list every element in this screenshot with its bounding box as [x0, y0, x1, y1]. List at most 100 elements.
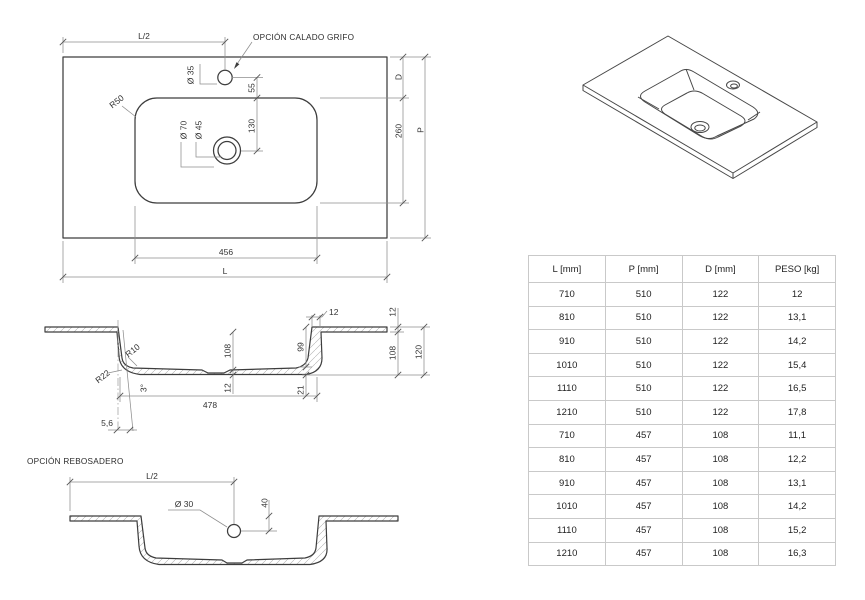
iso-basin-opening	[640, 69, 759, 139]
cell-p: 510	[604, 399, 683, 425]
dim-label-drain-inner: Ø 45	[193, 121, 203, 140]
dim-label-55: 55	[246, 83, 256, 93]
col-header-d: D [mm]	[681, 255, 760, 283]
section-view: 12 12 108 99 108 120 R10 R22 3° 12 478 2…	[44, 307, 430, 434]
dim-label-floor-12: 12	[222, 383, 232, 393]
table-row: 810 457 108 12,2	[528, 447, 836, 472]
cell-p: 510	[604, 329, 683, 354]
table-row: 1010 457 108 14,2	[528, 494, 836, 519]
table-row: 710 457 108 11,1	[528, 423, 836, 449]
cell-l: 810	[528, 305, 606, 331]
cell-peso: 16,5	[758, 376, 836, 401]
table-row: 1110 510 122 16,5	[528, 376, 836, 401]
table-row: 810 510 122 13,1	[528, 305, 836, 331]
cell-peso: 16,3	[758, 541, 836, 567]
dim-label-456: 456	[219, 247, 233, 257]
cell-peso: 11,1	[758, 423, 836, 449]
cell-p: 510	[604, 282, 683, 307]
isometric-view	[582, 35, 818, 179]
dim-label-r10: R10	[123, 342, 142, 360]
cell-d: 122	[681, 282, 760, 307]
iso-wall-edges	[637, 68, 761, 121]
spec-table: L [mm] P [mm] D [mm] PESO [kg] 710 510 1…	[528, 255, 836, 567]
cell-p: 510	[604, 352, 683, 378]
dim-label-120: 120	[413, 345, 423, 359]
dim-label-D: D	[393, 74, 403, 80]
iso-edge-thickness	[582, 85, 818, 179]
cell-p: 457	[604, 447, 683, 472]
cell-d: 108	[681, 470, 760, 496]
cell-p: 457	[604, 423, 683, 449]
cell-p: 510	[604, 305, 683, 331]
iso-drain-inner	[694, 124, 706, 132]
table-row: 1110 457 108 15,2	[528, 517, 836, 543]
dim-label-260: 260	[393, 124, 403, 138]
cell-d: 122	[681, 329, 760, 354]
faucet-option-callout: OPCIÓN CALADO GRIFO	[253, 32, 354, 42]
overflow-title: OPCIÓN REBOSADERO	[27, 456, 124, 466]
cell-l: 710	[528, 423, 606, 449]
cell-l: 1010	[528, 494, 606, 519]
cell-peso: 12	[758, 282, 836, 307]
dim-label-130: 130	[246, 119, 256, 133]
dim-label-P: P	[415, 127, 425, 133]
overflow-hole	[226, 523, 242, 539]
cell-l: 1110	[528, 376, 606, 401]
cell-l: 710	[528, 282, 606, 307]
dim-label-drain-outer: Ø 70	[178, 121, 188, 140]
table-row: 910 510 122 14,2	[528, 329, 836, 354]
col-header-peso: PESO [kg]	[758, 255, 836, 283]
iso-drain-outer	[690, 121, 710, 133]
dim-label-99: 99	[295, 342, 305, 352]
dim-label-5-6: 5,6	[101, 418, 113, 428]
dim-label-r22: R22	[93, 368, 112, 386]
cell-p: 457	[604, 541, 683, 567]
cell-l: 1010	[528, 352, 606, 378]
table-row: 710 510 122 12	[528, 282, 836, 307]
cell-peso: 17,8	[758, 399, 836, 425]
dim-label-faucet-diameter: Ø 35	[185, 66, 195, 85]
dim-label-top-12: 12	[387, 307, 397, 317]
dim-label-3deg: 3°	[138, 384, 148, 392]
dim-label-21: 21	[295, 385, 305, 395]
dim-label-108-mid: 108	[222, 344, 232, 358]
dim-label-478: 478	[203, 400, 217, 410]
cell-l: 910	[528, 470, 606, 496]
cell-d: 122	[681, 305, 760, 331]
spec-table-header-row: L [mm] P [mm] D [mm] PESO [kg]	[528, 255, 836, 283]
basin-outline	[134, 97, 318, 204]
table-row: 1210 457 108 16,3	[528, 541, 836, 567]
iso-faucet-hole	[726, 80, 740, 90]
cell-d: 108	[681, 447, 760, 472]
col-header-p: P [mm]	[604, 255, 683, 283]
cell-l: 1210	[528, 399, 606, 425]
table-row: 910 457 108 13,1	[528, 470, 836, 496]
faucet-hole	[217, 69, 233, 86]
overflow-view: OPCIÓN REBOSADERO L/2 Ø 30 40	[27, 456, 399, 566]
dim-label-108-right: 108	[387, 346, 397, 360]
col-header-l: L [mm]	[528, 255, 606, 283]
dim-label-d30: Ø 30	[175, 499, 194, 509]
dim-label-r50: R50	[107, 93, 126, 111]
cell-d: 122	[681, 352, 760, 378]
plan-view: L/2 OPCIÓN CALADO GRIFO Ø 35 55 R50 Ø 70…	[59, 31, 431, 283]
drain-inner-circle	[217, 140, 237, 161]
cell-d: 108	[681, 423, 760, 449]
table-row: 1210 510 122 17,8	[528, 399, 836, 425]
overflow-cut-profile	[69, 515, 399, 566]
cell-p: 457	[604, 517, 683, 543]
dim-label-l-half: L/2	[138, 31, 150, 41]
cell-l: 1110	[528, 517, 606, 543]
dim-label-40: 40	[259, 498, 269, 508]
cell-l: 1210	[528, 541, 606, 567]
iso-basin-floor	[661, 90, 746, 140]
iso-faucet-hole-inner	[730, 83, 738, 89]
cell-peso: 15,4	[758, 352, 836, 378]
cell-d: 108	[681, 517, 760, 543]
cell-d: 108	[681, 541, 760, 567]
leader-arrow	[234, 62, 240, 69]
cell-peso: 15,2	[758, 517, 836, 543]
cell-l: 910	[528, 329, 606, 354]
dim-label-overflow-l-half: L/2	[146, 471, 158, 481]
